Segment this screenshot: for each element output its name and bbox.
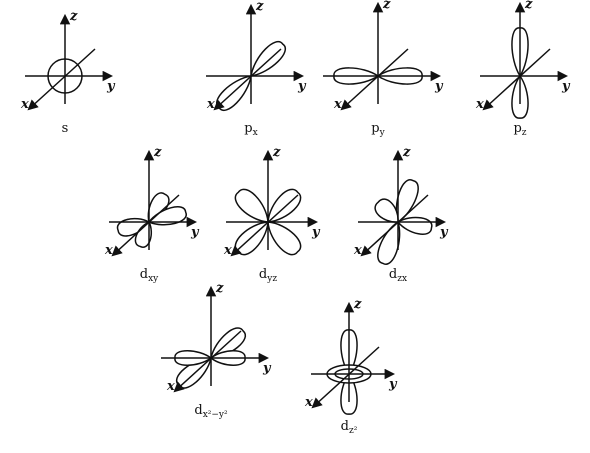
x-axis-label: x [166,379,175,394]
x-axis-label: x [20,97,29,112]
orbital-caption: px [244,121,257,138]
x-axis-label: x [104,243,113,258]
y-axis-label: y [297,79,307,94]
x-axis-label: x [333,97,342,112]
z-axis-label: z [153,145,162,160]
y-axis-label: y [439,225,449,240]
y-axis-label: y [106,79,116,94]
orbital-caption: dz² [341,419,358,436]
x-axis [27,48,96,111]
orbital-caption: dx²−y² [194,403,228,420]
orbital-dzx: x y z dzx [353,145,449,284]
orbital-py: x y z py [323,0,444,138]
y-axis-label: y [388,377,398,392]
orbital-caption: pz [513,121,526,138]
x-axis-label: x [353,243,362,258]
orbital-s: x y z s [20,9,116,136]
x-axis [230,194,299,257]
z-axis-label: z [402,145,411,160]
z-axis-label: z [353,297,362,312]
orbital-caption: dxy [140,267,159,284]
orbital-pz: x y z pz [475,0,571,138]
x-axis [311,346,380,409]
px-lobe-upper [250,41,286,77]
y-axis-label: y [434,79,444,94]
orbital-dz2: x y z dz² [304,297,398,436]
x-axis [213,48,282,111]
dzx-lobe [377,220,401,265]
orbital-caption: s [62,121,69,136]
x-axis-label: x [304,395,313,410]
z-axis-label: z [69,9,78,24]
dzx-lobe [396,216,433,235]
dzx-lobe [374,198,399,223]
dzx-lobe [395,179,419,224]
x-axis-label: x [223,243,232,258]
z-axis-label: z [524,0,533,12]
x-axis [360,194,429,257]
orbital-dyz: x y z dyz [223,145,321,284]
x-axis [173,330,242,393]
z-axis-label: z [215,281,224,296]
x-axis-label: x [475,97,484,112]
x-axis [111,194,180,257]
dyz-lobe [267,221,302,256]
x-axis-label: x [206,97,215,112]
z-axis-label: z [382,0,391,12]
x-axis [482,48,551,111]
orbital-caption: dzx [389,267,407,284]
y-axis-label: y [190,225,200,240]
orbital-px: x y z px [206,0,307,138]
orbital-caption: dyz [259,267,277,284]
z-axis-label: z [272,145,281,160]
z-axis-label: z [255,0,264,14]
x-axis [340,48,409,111]
y-axis-label: y [311,225,321,240]
dyz-lobe [234,188,269,223]
y-axis-label: y [262,361,272,376]
dxy-lobe [134,221,153,248]
orbital-caption: py [371,121,385,138]
y-axis-label: y [561,79,571,94]
orbital-dx2y2: x y z dx²−y² [161,281,272,420]
orbital-dxy: x y z dxy [104,145,200,284]
